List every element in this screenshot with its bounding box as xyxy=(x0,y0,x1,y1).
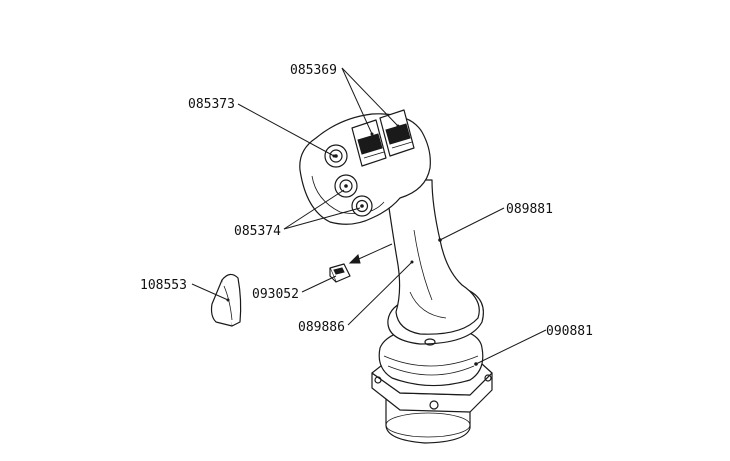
push-buttons-085374 xyxy=(334,174,373,217)
label-085369: 085369 xyxy=(290,63,337,78)
label-089881: 089881 xyxy=(506,202,553,217)
rocker-switches-085369 xyxy=(351,109,415,167)
push-button-085373 xyxy=(324,144,348,168)
label-085373: 085373 xyxy=(188,97,235,112)
label-090881: 090881 xyxy=(546,324,593,339)
grip-body-089881 xyxy=(384,179,480,335)
leader-lines xyxy=(191,67,547,366)
label-093052: 093052 xyxy=(252,287,299,302)
microswitch-093052 xyxy=(329,263,351,283)
label-108553: 108553 xyxy=(140,278,187,293)
grip-head xyxy=(299,109,431,225)
label-085374: 085374 xyxy=(234,224,281,239)
trigger-108553 xyxy=(210,273,242,327)
assembly-arrow xyxy=(348,243,393,264)
label-089886: 089886 xyxy=(298,320,345,335)
